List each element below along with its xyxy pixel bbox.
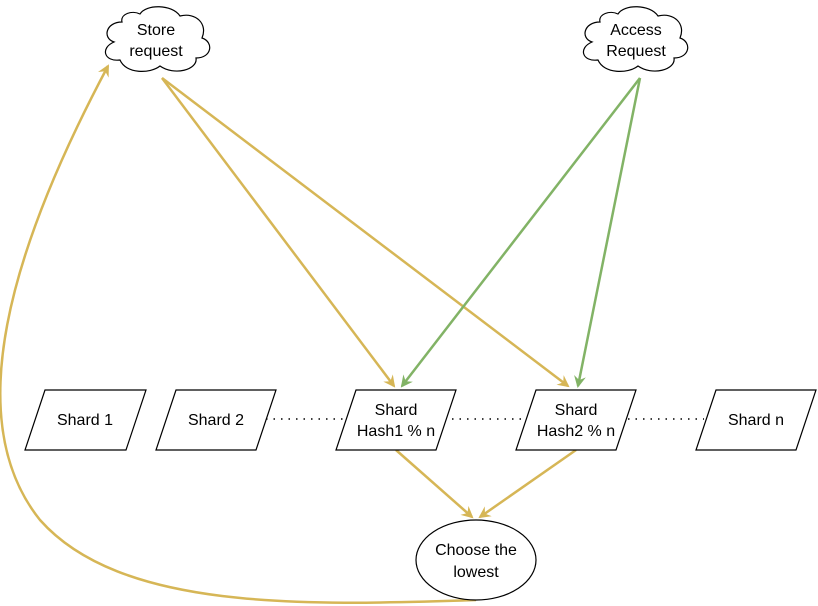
node-store-request[interactable]: Store request [104, 6, 211, 72]
node-label: Shard 2 [188, 412, 244, 429]
node-access-request[interactable]: Access Request [582, 6, 689, 72]
node-shard-hash1[interactable]: Shard Hash1 % n [335, 389, 457, 451]
node-label: Access [610, 22, 662, 39]
parallelogram-shape [695, 389, 817, 451]
node-shard-hash2[interactable]: Shard Hash2 % n [515, 389, 637, 451]
cloud-shape [104, 6, 211, 72]
parallelogram-shape [24, 389, 147, 451]
parallelogram-shape [515, 389, 637, 451]
node-label: Shard 1 [57, 412, 113, 429]
parallelogram-shape [335, 389, 457, 451]
ellipse-shape [415, 519, 537, 601]
node-shard-1[interactable]: Shard 1 [24, 389, 147, 451]
node-label: Choose the [435, 542, 517, 559]
node-label: Hash2 % n [537, 423, 615, 440]
node-shard-2[interactable]: Shard 2 [155, 389, 277, 451]
parallelogram-shape [155, 389, 277, 451]
node-label: request [129, 43, 183, 60]
node-label: Hash1 % n [357, 423, 435, 440]
node-choose-lowest[interactable]: Choose the lowest [415, 519, 537, 601]
node-shard-n[interactable]: Shard n [695, 389, 817, 451]
edge-hash1-to-choose [395, 449, 474, 519]
cloud-shape [582, 6, 689, 72]
edge-store-to-hash1 [161, 77, 396, 388]
node-label: Request [606, 43, 666, 60]
node-label: Shard n [728, 412, 784, 429]
edge-access-to-hash2 [574, 77, 642, 388]
node-label: Shard [555, 402, 598, 419]
node-label: Store [137, 22, 175, 39]
edge-hash2-to-choose [478, 448, 577, 519]
node-label: lowest [453, 564, 499, 581]
node-label: Shard [375, 402, 418, 419]
edge-access-to-hash1 [400, 77, 641, 388]
edge-choose-to-store [0, 64, 477, 604]
edge-store-to-hash2 [161, 77, 570, 388]
